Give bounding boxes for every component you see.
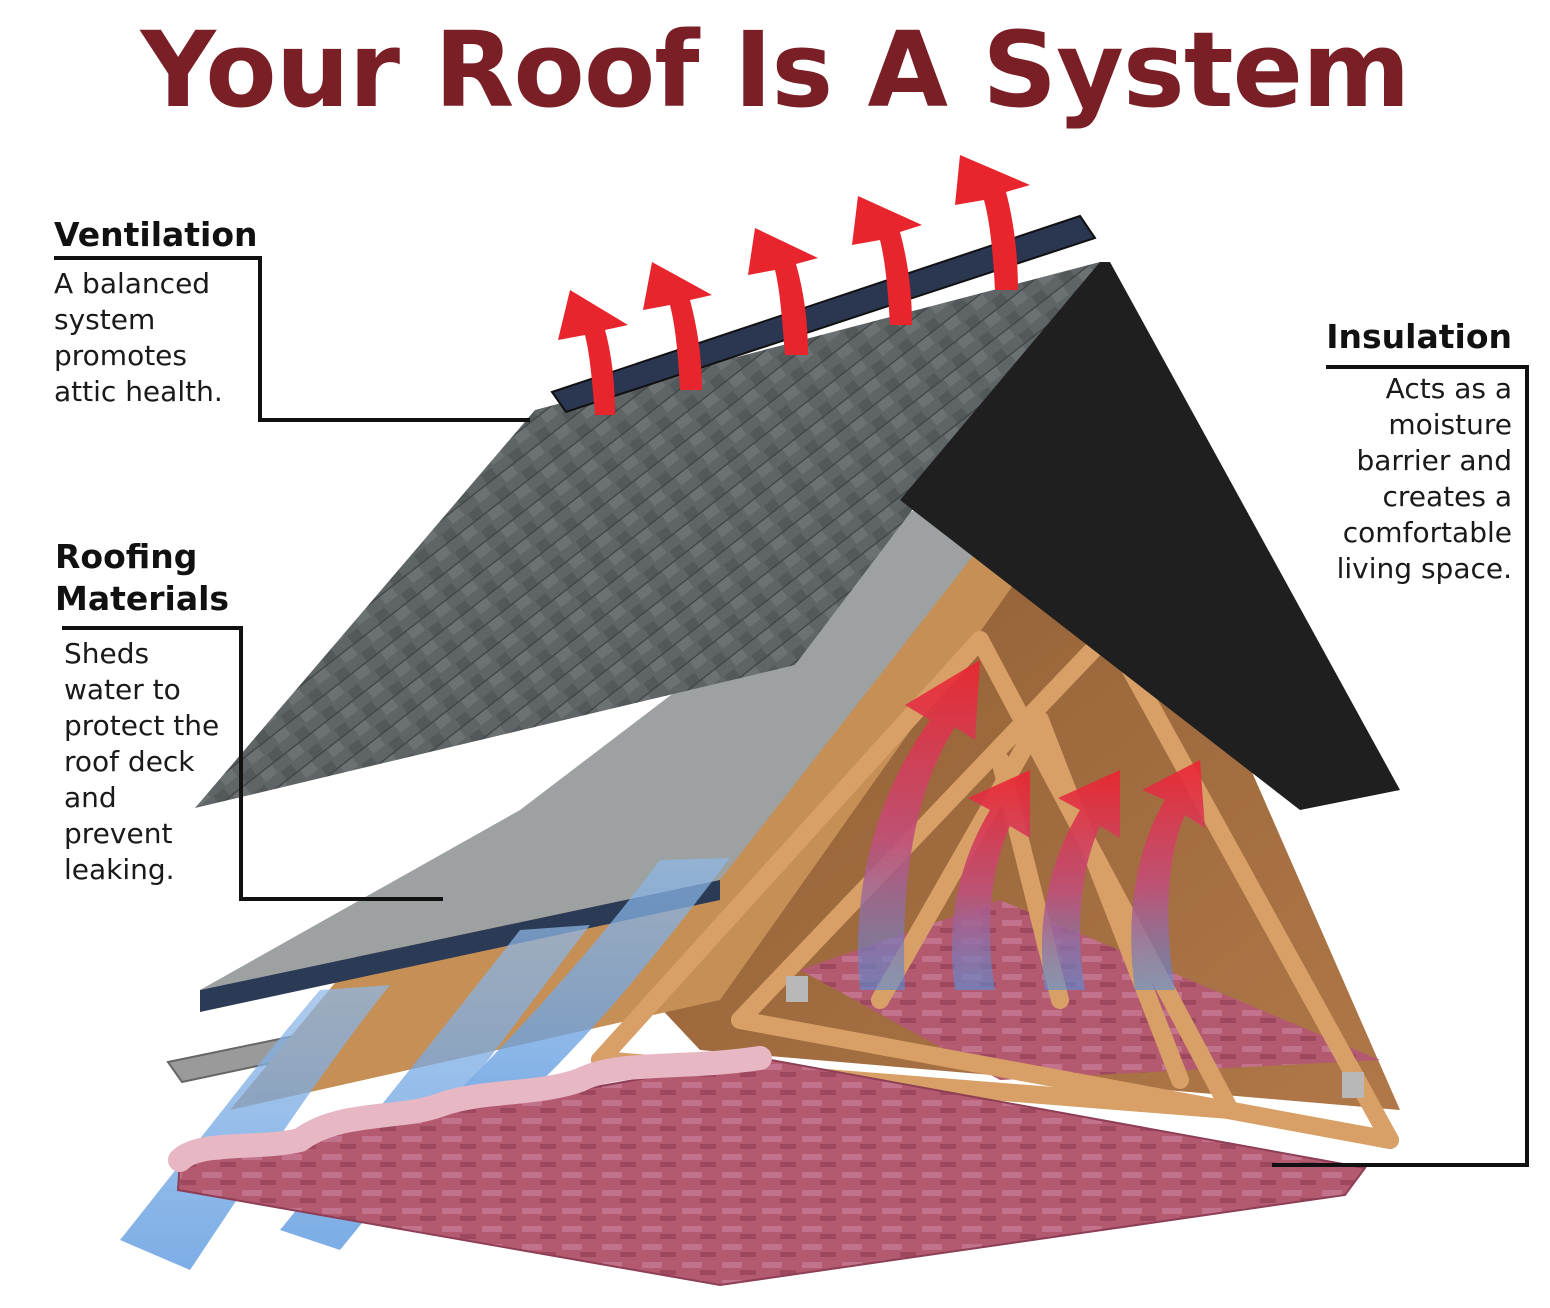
- warm-air-arrow-icon: [748, 228, 818, 355]
- callout-heading-roofing-materials: Roofing Materials: [55, 536, 255, 620]
- desc-line: and: [64, 781, 117, 814]
- desc-line: comfortable: [1342, 516, 1512, 549]
- ridge-exhaust-arrows: [558, 155, 1030, 415]
- page-title: Your Roof Is A System: [140, 9, 1411, 131]
- attic-floor-insulation: [176, 1056, 1367, 1287]
- desc-line: leaking.: [64, 853, 175, 886]
- asphalt-shingles: [195, 262, 1100, 808]
- desc-line: barrier and: [1356, 444, 1512, 477]
- warm-air-arrow-icon: [558, 290, 628, 415]
- warm-air-arrow-icon: [852, 196, 922, 325]
- callout-desc-ventilation: A balanced system promotes attic health.: [54, 266, 254, 410]
- roof-back-slope: [900, 262, 1400, 810]
- cool-air-stream-icon: [120, 985, 390, 1270]
- desc-line: Sheds: [64, 637, 150, 670]
- drip-edge: [200, 880, 720, 1012]
- callout-line-insulation: [1272, 365, 1529, 1167]
- desc-line: A balanced: [54, 267, 211, 300]
- truss-plate: [1342, 1072, 1364, 1098]
- truss-plate: [786, 976, 808, 1002]
- desc-line: prevent: [64, 817, 173, 850]
- desc-line: moisture: [1388, 408, 1512, 441]
- callout-line-ventilation: [54, 256, 530, 422]
- callout-desc-roofing-materials: Sheds water to protect the roof deck and…: [64, 636, 244, 888]
- warm-air-arrow-icon: [858, 660, 980, 990]
- desc-line: attic health.: [54, 375, 223, 408]
- warm-air-arrow-icon: [1131, 760, 1205, 990]
- desc-line: system: [54, 303, 156, 336]
- desc-line: living space.: [1336, 552, 1512, 585]
- desc-line: water to: [64, 673, 181, 706]
- heading-line: Materials: [55, 579, 230, 618]
- callout-heading-insulation: Insulation: [1326, 317, 1512, 356]
- insulation-edge: [168, 1046, 772, 1172]
- desc-line: protect the: [64, 709, 220, 742]
- warm-air-arrow-icon: [1041, 770, 1120, 990]
- warm-air-arrow-icon: [951, 770, 1030, 990]
- callout-heading-ventilation: Ventilation: [54, 215, 258, 254]
- desc-line: roof deck: [64, 745, 195, 778]
- desc-line: Acts as a: [1385, 372, 1512, 405]
- callout-line-roofing: [62, 626, 443, 901]
- warm-air-arrow-icon: [643, 262, 712, 390]
- desc-line: promotes: [54, 339, 187, 372]
- attic-warm-air-arrows: [858, 660, 1205, 990]
- warm-air-arrow-icon: [955, 155, 1030, 290]
- callout-desc-insulation: Acts as a moisture barrier and creates a…: [1272, 371, 1512, 587]
- attic-insulation-batts: [800, 900, 1380, 1080]
- desc-line: creates a: [1382, 480, 1512, 513]
- cool-air-stream-icon: [440, 858, 730, 1120]
- heading-line: Roofing: [55, 537, 198, 576]
